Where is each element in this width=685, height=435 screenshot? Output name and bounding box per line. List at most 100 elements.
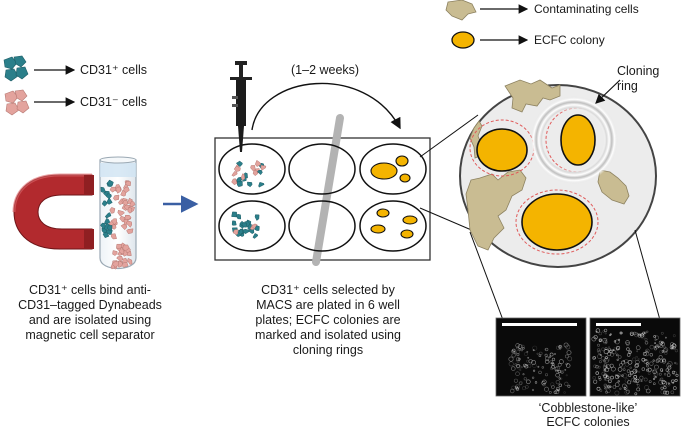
step1-caption-line-2: CD31–tagged Dynabeads (18, 298, 162, 312)
cell (252, 233, 259, 239)
cell (235, 213, 242, 220)
cell-texture-dot (616, 345, 621, 350)
cell (238, 228, 244, 235)
cloning-ring-pointer (595, 79, 621, 104)
cell (236, 180, 243, 187)
cell-texture-dot (605, 357, 611, 362)
cell-texture-dot (609, 349, 613, 353)
cell-texture-dot (604, 390, 608, 394)
cell (236, 176, 242, 183)
step2-caption-line-3: plates; ECFC colonies are (255, 313, 401, 327)
cell-texture-dot (625, 389, 630, 394)
cell-texture-dot (645, 388, 651, 394)
cell-texture-dot (511, 353, 516, 358)
cell-texture-dot (601, 371, 606, 376)
cell-texture-dot (550, 366, 554, 371)
cell-texture-dot (653, 371, 659, 377)
cell-texture-dot (637, 333, 642, 338)
cell-texture-dot (560, 377, 563, 380)
magnified-well (459, 79, 657, 268)
cell-texture-dot (545, 356, 550, 361)
cell-texture-dot (659, 378, 662, 381)
cell-texture-dot (667, 365, 672, 370)
cell-texture-dot (511, 366, 516, 371)
cell (240, 173, 246, 181)
cell-texture-dot (640, 334, 646, 340)
cell-texture-dot (551, 385, 555, 389)
cell-texture-dot (516, 359, 520, 363)
well-5 (288, 200, 356, 252)
cell (231, 211, 237, 218)
cd31pos-label: CD31⁺ cells (80, 63, 148, 77)
cell (118, 247, 125, 255)
cell-texture-dot (616, 358, 619, 361)
cell-texture-dot (644, 385, 649, 390)
cell-texture-dot (549, 352, 554, 357)
cell-texture-dot (603, 383, 607, 387)
cell-texture-dot (674, 378, 678, 382)
cell (232, 229, 239, 235)
cell-texture-dot (652, 382, 656, 386)
cell-texture-dot (564, 381, 569, 387)
cell-texture-dot (526, 350, 529, 353)
cell (100, 186, 107, 193)
cell-texture-dot (619, 387, 622, 390)
cell-texture-dot (545, 347, 549, 352)
cell-texture-dot (601, 347, 605, 351)
cell-texture-dot (563, 391, 566, 394)
cell-texture-dot (672, 334, 676, 338)
cell-texture-dot (605, 388, 611, 394)
cell-texture-dot (664, 351, 668, 355)
magnet-icon (12, 173, 94, 250)
cell-texture-dot (643, 377, 648, 382)
cell-texture-dot (671, 379, 675, 383)
cell (122, 244, 130, 252)
cell-texture-dot (662, 358, 666, 363)
cell-texture-dot (629, 331, 634, 336)
cell-texture-dot (658, 372, 662, 376)
cell-texture-dot (518, 381, 523, 386)
cell-texture-dot (515, 387, 520, 391)
cell (120, 223, 128, 231)
cell-texture-dot (544, 359, 550, 364)
cell-texture-dot (660, 331, 664, 335)
cd31neg-key (4, 89, 76, 116)
cell-texture-dot (632, 368, 638, 374)
cell (106, 179, 114, 188)
cell-texture-dot (603, 339, 608, 345)
cell-texture-dot (523, 377, 527, 381)
cell-texture-dot (609, 334, 611, 337)
cell (121, 262, 129, 268)
cell-texture-dot (514, 385, 518, 389)
cell-texture-dot (645, 348, 650, 353)
cell-texture-dot (606, 384, 611, 389)
cd31neg-cluster-icon (4, 89, 30, 116)
cell-texture-dot (672, 381, 675, 384)
cell-texture-dot (607, 385, 610, 388)
cell-texture-dot (522, 386, 526, 391)
well-2 (288, 143, 356, 195)
cell-texture-dot (646, 364, 649, 368)
cell-texture-dot (525, 385, 529, 389)
cell-texture-dot (667, 382, 670, 385)
cell-texture-dot (537, 365, 540, 368)
step1-caption-line-4: magnetic cell separator (25, 328, 155, 342)
cell-texture-dot (610, 366, 616, 372)
cell-texture-dot (644, 351, 650, 357)
cell-texture-dot (532, 345, 538, 351)
cell (122, 199, 129, 206)
cell-texture-dot (638, 370, 641, 373)
cell (127, 257, 133, 265)
cell-texture-dot (597, 354, 602, 359)
cell (233, 165, 241, 172)
cell-texture-dot (660, 341, 665, 347)
cell-texture-dot (619, 331, 623, 335)
cell-texture-dot (663, 373, 667, 376)
cell (110, 233, 117, 240)
cell-texture-dot (600, 356, 606, 361)
cell (123, 204, 131, 211)
cell-texture-dot (566, 350, 572, 355)
cell-texture-dot (558, 344, 562, 348)
cell-texture-dot (544, 353, 548, 357)
